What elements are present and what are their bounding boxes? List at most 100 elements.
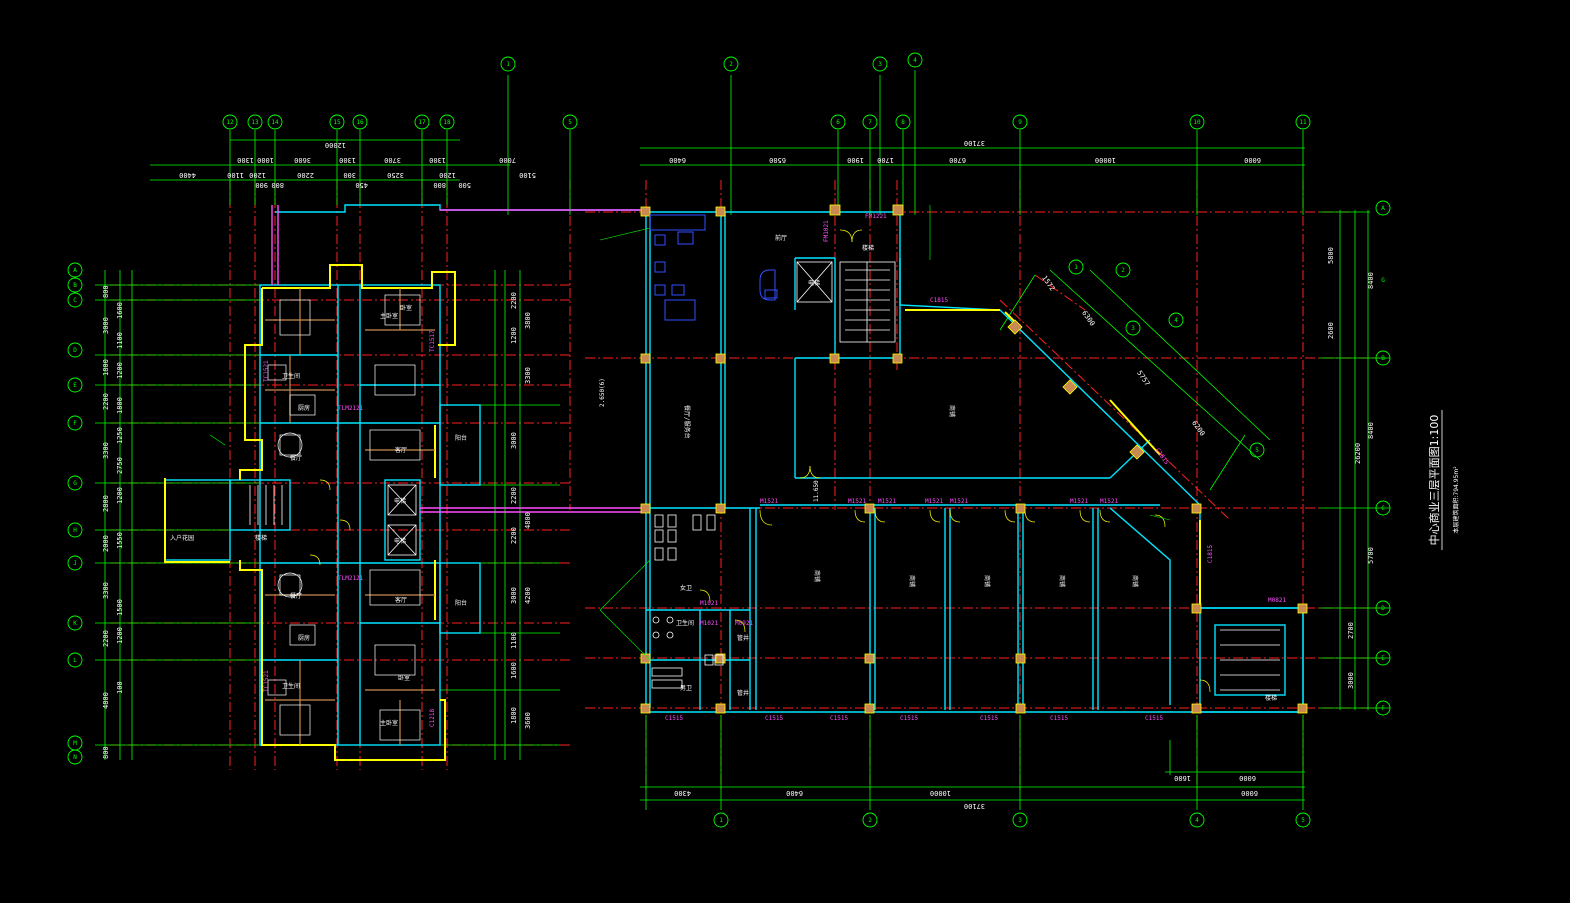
door-window-tags: M1521 M1521 M1521 M1521 M1521 M1521 M152… <box>263 213 1286 727</box>
dim-right-seg: 8400 <box>1367 272 1375 289</box>
door-tag: M1521 <box>1100 498 1118 505</box>
dim-mid-seg: 2200 <box>510 292 518 309</box>
door-tag: M1521 <box>878 498 896 505</box>
dim-left-seg: 800 <box>102 285 110 298</box>
grid-label-right: E <box>1381 655 1385 662</box>
room-label: 餐厅 <box>290 454 302 462</box>
grid-label-bottom: 1 <box>719 817 723 824</box>
grid-extension-lines <box>95 70 1390 810</box>
dim-top-left-seg: 1300 <box>237 156 254 164</box>
dim-bottom-seg: 6400 <box>786 789 803 797</box>
grid-label-left: E <box>73 382 77 389</box>
room-label: 阳台 <box>455 434 467 442</box>
commercial-fixtures <box>649 214 778 321</box>
grid-label-diagonal: 2 <box>1121 267 1125 274</box>
room-label: 商铺 <box>813 570 821 582</box>
room-label: 主卧室 <box>380 312 398 320</box>
dim-mid-seg: 3000 <box>510 432 518 449</box>
door-tag: FM1221 <box>865 213 887 220</box>
grid-bubbles-right: A B C D E F G <box>1375 200 1391 716</box>
columns <box>640 204 1308 714</box>
room-label: 厨房 <box>298 404 310 412</box>
magenta-lines <box>271 205 646 513</box>
room-label: 前厅 <box>775 234 787 242</box>
dim-top-left-seg: 3600 <box>294 156 311 164</box>
dim-bottom-seg: 4300 <box>674 789 691 797</box>
grid-label-diagonal: 4 <box>1174 317 1178 324</box>
dim-left-detail: 1550 <box>116 532 124 549</box>
grid-label-bottom: 2 <box>868 817 872 824</box>
dim-top-overall: 37100 <box>964 139 985 147</box>
room-label: 商铺 <box>1131 575 1139 587</box>
grid-label-left: N <box>73 754 77 761</box>
door-tag: M0921 <box>735 620 753 627</box>
grid-label-top: 15 <box>333 119 341 126</box>
room-label: 男卫 <box>680 685 692 692</box>
stair-elevator-cores <box>249 261 1280 691</box>
room-label: 电梯 <box>394 497 406 505</box>
room-label: 主卧室 <box>380 719 398 727</box>
grid-label-top: 14 <box>271 119 279 126</box>
room-label: 电梯 <box>394 537 406 545</box>
dim-right-sub: 5800 <box>1327 247 1335 264</box>
dim-top-seg: 6700 <box>949 156 966 164</box>
dim-top-left-detail: 450 <box>355 181 368 189</box>
window-tag: C1515 <box>665 715 683 722</box>
room-label: 卫生间 <box>282 372 300 380</box>
grid-label-top: 12 <box>226 119 234 126</box>
grid-label-top: 6 <box>836 119 840 126</box>
dim-top-left-detail: 5100 <box>519 171 536 179</box>
dim-bottom-sub: 1600 <box>1174 774 1191 782</box>
room-label: 入户花园 <box>170 534 194 542</box>
grid-label-left: K <box>73 620 77 627</box>
window-tag: C1815 <box>930 297 948 304</box>
grid-label-top: 18 <box>443 119 451 126</box>
grid-label-top: 3 <box>878 61 882 68</box>
room-label: 楼梯 <box>255 534 267 542</box>
dim-top-left-detail: 300 <box>343 171 356 179</box>
drawing-note: 本层建筑面积:794.95m² <box>1452 466 1460 534</box>
grid-label-bottom: 5 <box>1301 817 1305 824</box>
dim-mid-seg: 4200 <box>524 587 532 604</box>
leader-lines <box>209 205 1171 661</box>
window-tag: C1515 <box>1145 715 1163 722</box>
window-tag: C1815 <box>1207 545 1214 563</box>
drawing-title: 中心商业三层平面图1:100 <box>1427 415 1441 546</box>
door-tag: M1021 <box>700 620 718 627</box>
grid-label-bottom: 4 <box>1195 817 1199 824</box>
grid-label-top: 5 <box>568 119 572 126</box>
dim-left-seg: 2800 <box>102 495 110 512</box>
window-tag: C1515 <box>1050 715 1068 722</box>
window-tag: C1515 <box>765 715 783 722</box>
room-label: 商铺 <box>983 575 991 587</box>
grid-label-right: B <box>1381 355 1385 362</box>
dim-top-left-detail: 1200 <box>439 171 456 179</box>
dim-top-left-seg: 1300 <box>429 156 446 164</box>
dim-top-seg: 6500 <box>769 156 786 164</box>
dim-top-left-detail: 1100 <box>227 171 244 179</box>
dim-mid-seg: 1600 <box>510 662 518 679</box>
room-label: 电梯 <box>808 279 820 287</box>
dim-mid-seg: 1100 <box>510 632 518 649</box>
residential-furniture <box>267 294 421 741</box>
grid-label-left: G <box>73 480 77 487</box>
dim-top-left-overall: 12000 <box>325 141 346 149</box>
grid-label-top: 10 <box>1193 119 1201 126</box>
dim-top-left-detail: 500 <box>458 181 471 189</box>
grid-label-top: 1 <box>506 61 510 68</box>
grid-bubbles-top: 1 2 3 4 5 6 7 8 9 10 11 12 13 14 15 16 1… <box>222 52 1311 130</box>
dim-left-seg: 2000 <box>102 535 110 552</box>
residential-yellow-outline <box>164 264 1201 761</box>
grid-label-left: C <box>73 297 77 304</box>
grid-label-right: D <box>1381 605 1385 612</box>
grid-label-left: H <box>73 527 77 534</box>
grid-label-diagonal: 5 <box>1255 447 1259 454</box>
dim-left-detail: 1200 <box>116 362 124 379</box>
dim-top-left-detail: 900 <box>255 181 268 189</box>
dim-left-detail: 100 <box>116 681 124 694</box>
dim-top-seg: 1900 <box>847 156 864 164</box>
dim-left-detail: 1100 <box>116 332 124 349</box>
grid-label-left: B <box>73 282 77 289</box>
grid-label-right: F <box>1381 705 1385 712</box>
